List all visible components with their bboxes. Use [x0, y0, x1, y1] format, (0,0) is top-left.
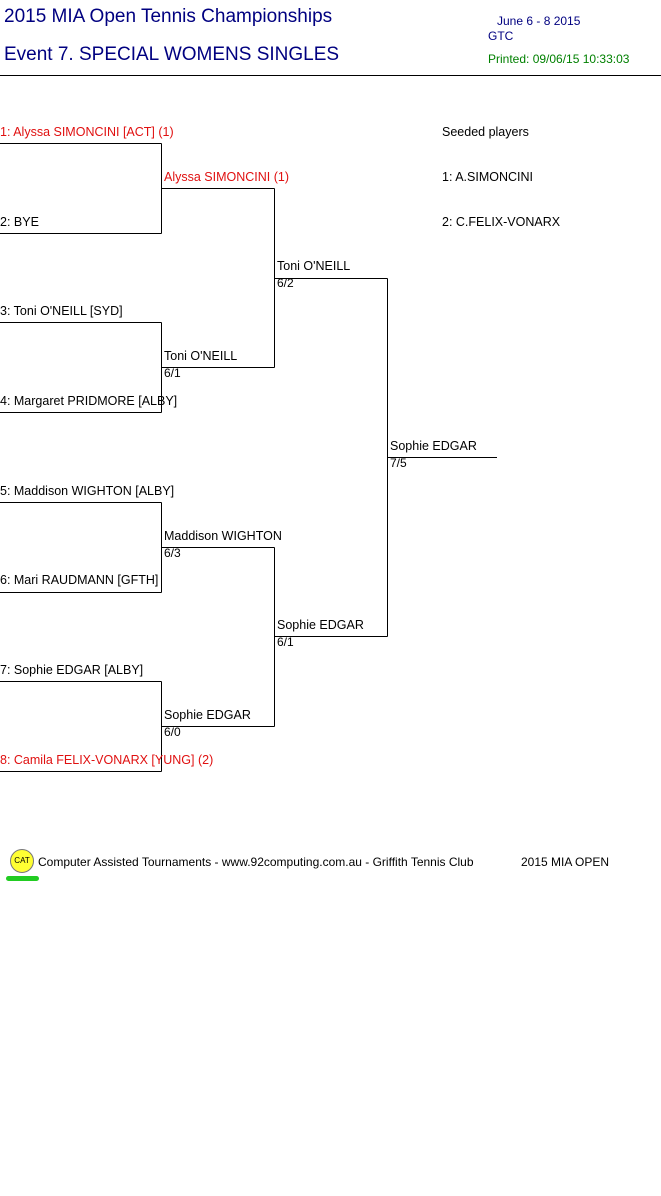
draw-player-4: 4: Margaret PRIDMORE [ALBY] — [0, 394, 178, 408]
event-venue: GTC — [488, 29, 514, 43]
sf-score-1: 6/2 — [277, 276, 294, 290]
r2-score-4: 6/0 — [164, 725, 181, 739]
draw-player-5: 5: Maddison WIGHTON [ALBY] — [0, 484, 175, 498]
footer-credit: Computer Assisted Tournaments - www.92co… — [38, 855, 474, 869]
r2-winner-1: Alyssa SIMONCINI (1) — [164, 170, 290, 184]
r2-winner-4: Sophie EDGAR — [164, 708, 251, 722]
cat-logo-underline — [6, 876, 39, 881]
draw-bracket-lines — [0, 143, 497, 772]
r2-winner-2: Toni O'NEILL — [164, 349, 238, 363]
r2-score-3: 6/3 — [164, 546, 181, 560]
r2-winner-3: Maddison WIGHTON — [164, 529, 282, 543]
draw-player-3: 3: Toni O'NEILL [SYD] — [0, 304, 123, 318]
final-score: 7/5 — [390, 456, 407, 470]
draw-player-6: 6: Mari RAUDMANN [GFTH] — [0, 573, 159, 587]
footer-event: 2015 MIA OPEN — [521, 855, 610, 869]
tournament-title: 2015 MIA Open Tennis Championships — [4, 6, 333, 27]
sf-score-2: 6/1 — [277, 635, 294, 649]
header-divider — [0, 75, 661, 76]
printed-timestamp: Printed: 09/06/15 10:33:03 — [488, 52, 630, 66]
sf-winner-2: Sophie EDGAR — [277, 618, 364, 632]
draw-player-2: 2: BYE — [0, 215, 39, 229]
draw-player-7: 7: Sophie EDGAR [ALBY] — [0, 663, 144, 677]
draw-player-1: 1: Alyssa SIMONCINI [ACT] (1) — [0, 125, 174, 139]
event-dates: June 6 - 8 2015 — [497, 14, 581, 28]
event-title: Event 7. SPECIAL WOMENS SINGLES — [4, 44, 340, 65]
seeded-item-2: 2: C.FELIX-VONARX — [442, 215, 561, 229]
draw-player-8: 8: Camila FELIX-VONARX [YUNG] (2) — [0, 753, 214, 767]
seeded-heading: Seeded players — [442, 125, 529, 139]
final-winner: Sophie EDGAR — [390, 439, 477, 453]
sf-winner-1: Toni O'NEILL — [277, 259, 351, 273]
r2-score-2: 6/1 — [164, 366, 181, 380]
seeded-item-1: 1: A.SIMONCINI — [442, 170, 533, 184]
cat-logo-icon: CAT — [10, 849, 34, 873]
